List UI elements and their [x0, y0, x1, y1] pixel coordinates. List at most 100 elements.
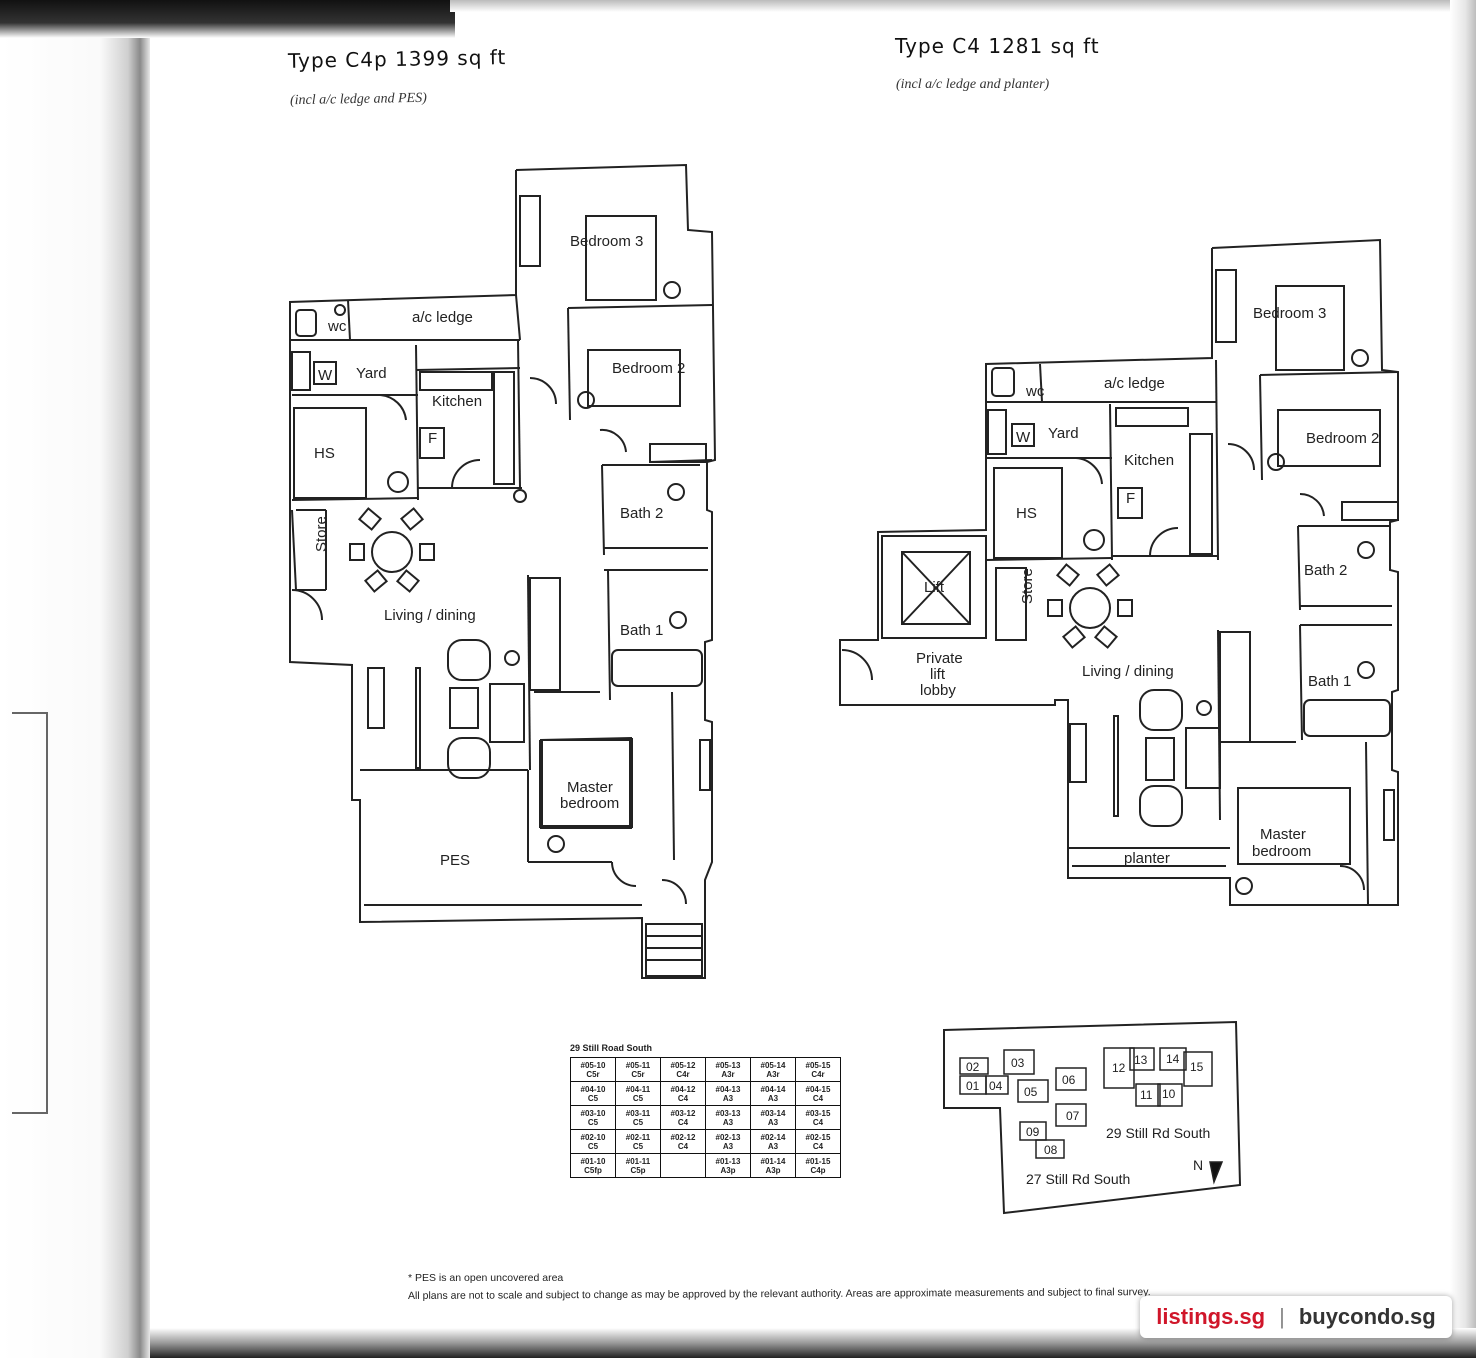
unit-number: #01-13 [715, 1156, 741, 1166]
room-label: Lift [924, 579, 945, 596]
block-label: 03 [1011, 1056, 1025, 1070]
unit-number: #03-15 [805, 1108, 831, 1118]
unit-type: C4 [677, 1093, 689, 1103]
unit-number: #04-11 [625, 1084, 651, 1094]
room-label: Bath 2 [1304, 562, 1347, 579]
unit-number: #02-11 [625, 1132, 651, 1142]
block-label: 06 [1062, 1073, 1076, 1087]
scan-edge-top [0, 0, 455, 38]
room-label: Store [1019, 568, 1036, 604]
unit-type: C5r [586, 1069, 600, 1079]
unit-number: #04-15 [805, 1084, 831, 1094]
scan-edge-right [1450, 0, 1476, 1358]
unit-type: C4 [677, 1117, 689, 1127]
room-label: Bath 1 [620, 622, 663, 639]
unit-type: A3 [767, 1093, 779, 1103]
block-label: 12 [1112, 1061, 1126, 1075]
room-label: bedroom [1252, 843, 1311, 860]
room-label: Private [916, 650, 963, 667]
unit-number: #04-12 [670, 1084, 696, 1094]
room-label: wc [1025, 383, 1045, 400]
block-label: 15 [1190, 1060, 1204, 1074]
unit-type: A3r [721, 1069, 735, 1079]
room-label: Master [567, 779, 613, 796]
unit-number: #04-10 [580, 1084, 606, 1094]
unit-type: C4 [812, 1141, 824, 1151]
room-label: lobby [920, 682, 956, 699]
unit-type: A3p [720, 1165, 736, 1175]
unit-type: C4p [810, 1165, 826, 1175]
unit-number: #02-13 [715, 1132, 741, 1142]
plan-right-subtitle: (incl a/c ledge and planter) [896, 77, 1050, 92]
page-gutter [0, 0, 150, 1358]
unit-number: #02-15 [805, 1132, 831, 1142]
unit-type: C5p [630, 1165, 646, 1175]
room-label: Bedroom 3 [570, 233, 643, 250]
block-label: 13 [1134, 1053, 1148, 1067]
unit-type: A3 [767, 1141, 779, 1151]
room-label: HS [1016, 505, 1037, 522]
unit-type: A3 [722, 1117, 734, 1127]
unit-type: C5 [632, 1141, 644, 1151]
site-label-29: 29 Still Rd South [1106, 1125, 1210, 1141]
room-label: W [1016, 429, 1031, 446]
unit-number: #03-13 [715, 1108, 741, 1118]
unit-type: C5 [587, 1117, 599, 1127]
room-label: lift [930, 666, 946, 683]
room-label: HS [314, 445, 335, 462]
north-label: N [1193, 1157, 1203, 1173]
room-label: bedroom [560, 795, 619, 812]
unit-type: C5 [587, 1093, 599, 1103]
unit-number: #05-13 [715, 1060, 741, 1070]
unit-type: A3 [722, 1141, 734, 1151]
room-label: Kitchen [432, 393, 482, 410]
block-label: 01 [966, 1079, 980, 1093]
unit-number: #01-10 [580, 1156, 606, 1166]
room-label: F [428, 430, 437, 447]
unit-type: A3 [767, 1117, 779, 1127]
unit-number: #03-10 [580, 1108, 606, 1118]
unit-type: A3r [766, 1069, 780, 1079]
block-label: 04 [989, 1079, 1003, 1093]
unit-number: #05-12 [670, 1060, 696, 1070]
unit-number: #01-14 [760, 1156, 786, 1166]
room-label: planter [1124, 850, 1170, 867]
unit-type: C5fp [584, 1165, 602, 1175]
watermark-separator: | [1279, 1304, 1285, 1329]
room-label: PES [440, 852, 470, 869]
room-label: Yard [356, 365, 387, 382]
unit-number: #03-11 [625, 1108, 651, 1118]
block-label: 08 [1044, 1143, 1058, 1157]
unit-number: #02-10 [580, 1132, 606, 1142]
block-label: 10 [1162, 1087, 1176, 1101]
unit-type: C4r [811, 1069, 825, 1079]
unit-number: #05-11 [625, 1060, 651, 1070]
unit-number: #02-14 [760, 1132, 786, 1142]
watermark-badge[interactable]: listings.sg | buycondo.sg [1140, 1296, 1452, 1338]
unit-number: #04-13 [715, 1084, 741, 1094]
watermark-site-1[interactable]: listings.sg [1156, 1304, 1266, 1329]
unit-type: C5 [632, 1117, 644, 1127]
unit-type: C4r [676, 1069, 690, 1079]
block-label: 11 [1140, 1088, 1153, 1102]
plan-right-title: Type C4 1281 sq ft [895, 34, 1100, 58]
room-label: Bath 1 [1308, 673, 1351, 690]
room-label: W [318, 367, 333, 384]
watermark-site-2[interactable]: buycondo.sg [1298, 1304, 1436, 1329]
block-label: 07 [1066, 1109, 1080, 1123]
unit-type: C5 [587, 1141, 599, 1151]
